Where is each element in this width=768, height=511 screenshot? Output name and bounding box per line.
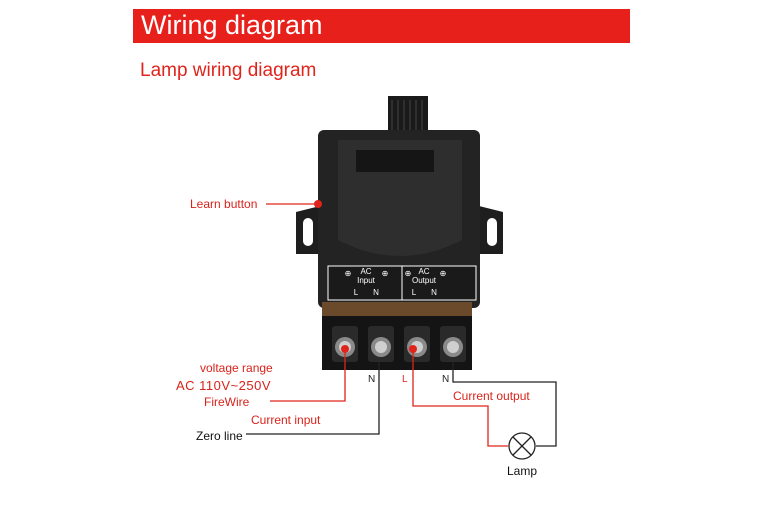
learn-button-dot[interactable]: [314, 200, 322, 208]
mounting-ears: [296, 206, 503, 254]
receiver-module: ⊕ AC Input ⊕ ⊕ AC Output ⊕ L N L N: [318, 130, 480, 370]
page-title: Wiring diagram: [141, 10, 323, 40]
wiring: [246, 349, 557, 447]
ground-symbol: ⊕: [382, 269, 389, 278]
ground-symbol: ⊕: [345, 269, 352, 278]
panel-letter: N: [431, 288, 437, 297]
ground-symbol: ⊕: [405, 269, 412, 278]
lamp-icon: [508, 432, 536, 460]
panel-output-sub: Output: [412, 276, 437, 285]
diagram-subtitle: Lamp wiring diagram: [140, 60, 317, 81]
voltage-range-label: voltage range: [200, 361, 273, 375]
current-input-label: Current input: [251, 413, 321, 427]
panel-letter: L: [412, 288, 417, 297]
panel-input-sub: Input: [357, 276, 376, 285]
current-output-label: Current output: [453, 389, 530, 403]
panel-output-label: AC: [418, 267, 429, 276]
voltage-value: AC 110V~250V: [176, 378, 272, 393]
zero-line-label: Zero line: [196, 429, 243, 443]
panel-letter: N: [373, 288, 379, 297]
ground-symbol: ⊕: [440, 269, 447, 278]
learn-button-label: Learn button: [190, 197, 258, 211]
terminal-label-l: L: [402, 374, 408, 385]
panel-input-label: AC: [360, 267, 371, 276]
panel-letter: L: [354, 288, 359, 297]
lamp-label: Lamp: [507, 464, 538, 478]
title-banner: Wiring diagram: [133, 9, 630, 43]
firewire-label: FireWire: [204, 395, 250, 409]
terminal-label-n: N: [368, 374, 375, 385]
terminal-label-n: N: [442, 374, 449, 385]
